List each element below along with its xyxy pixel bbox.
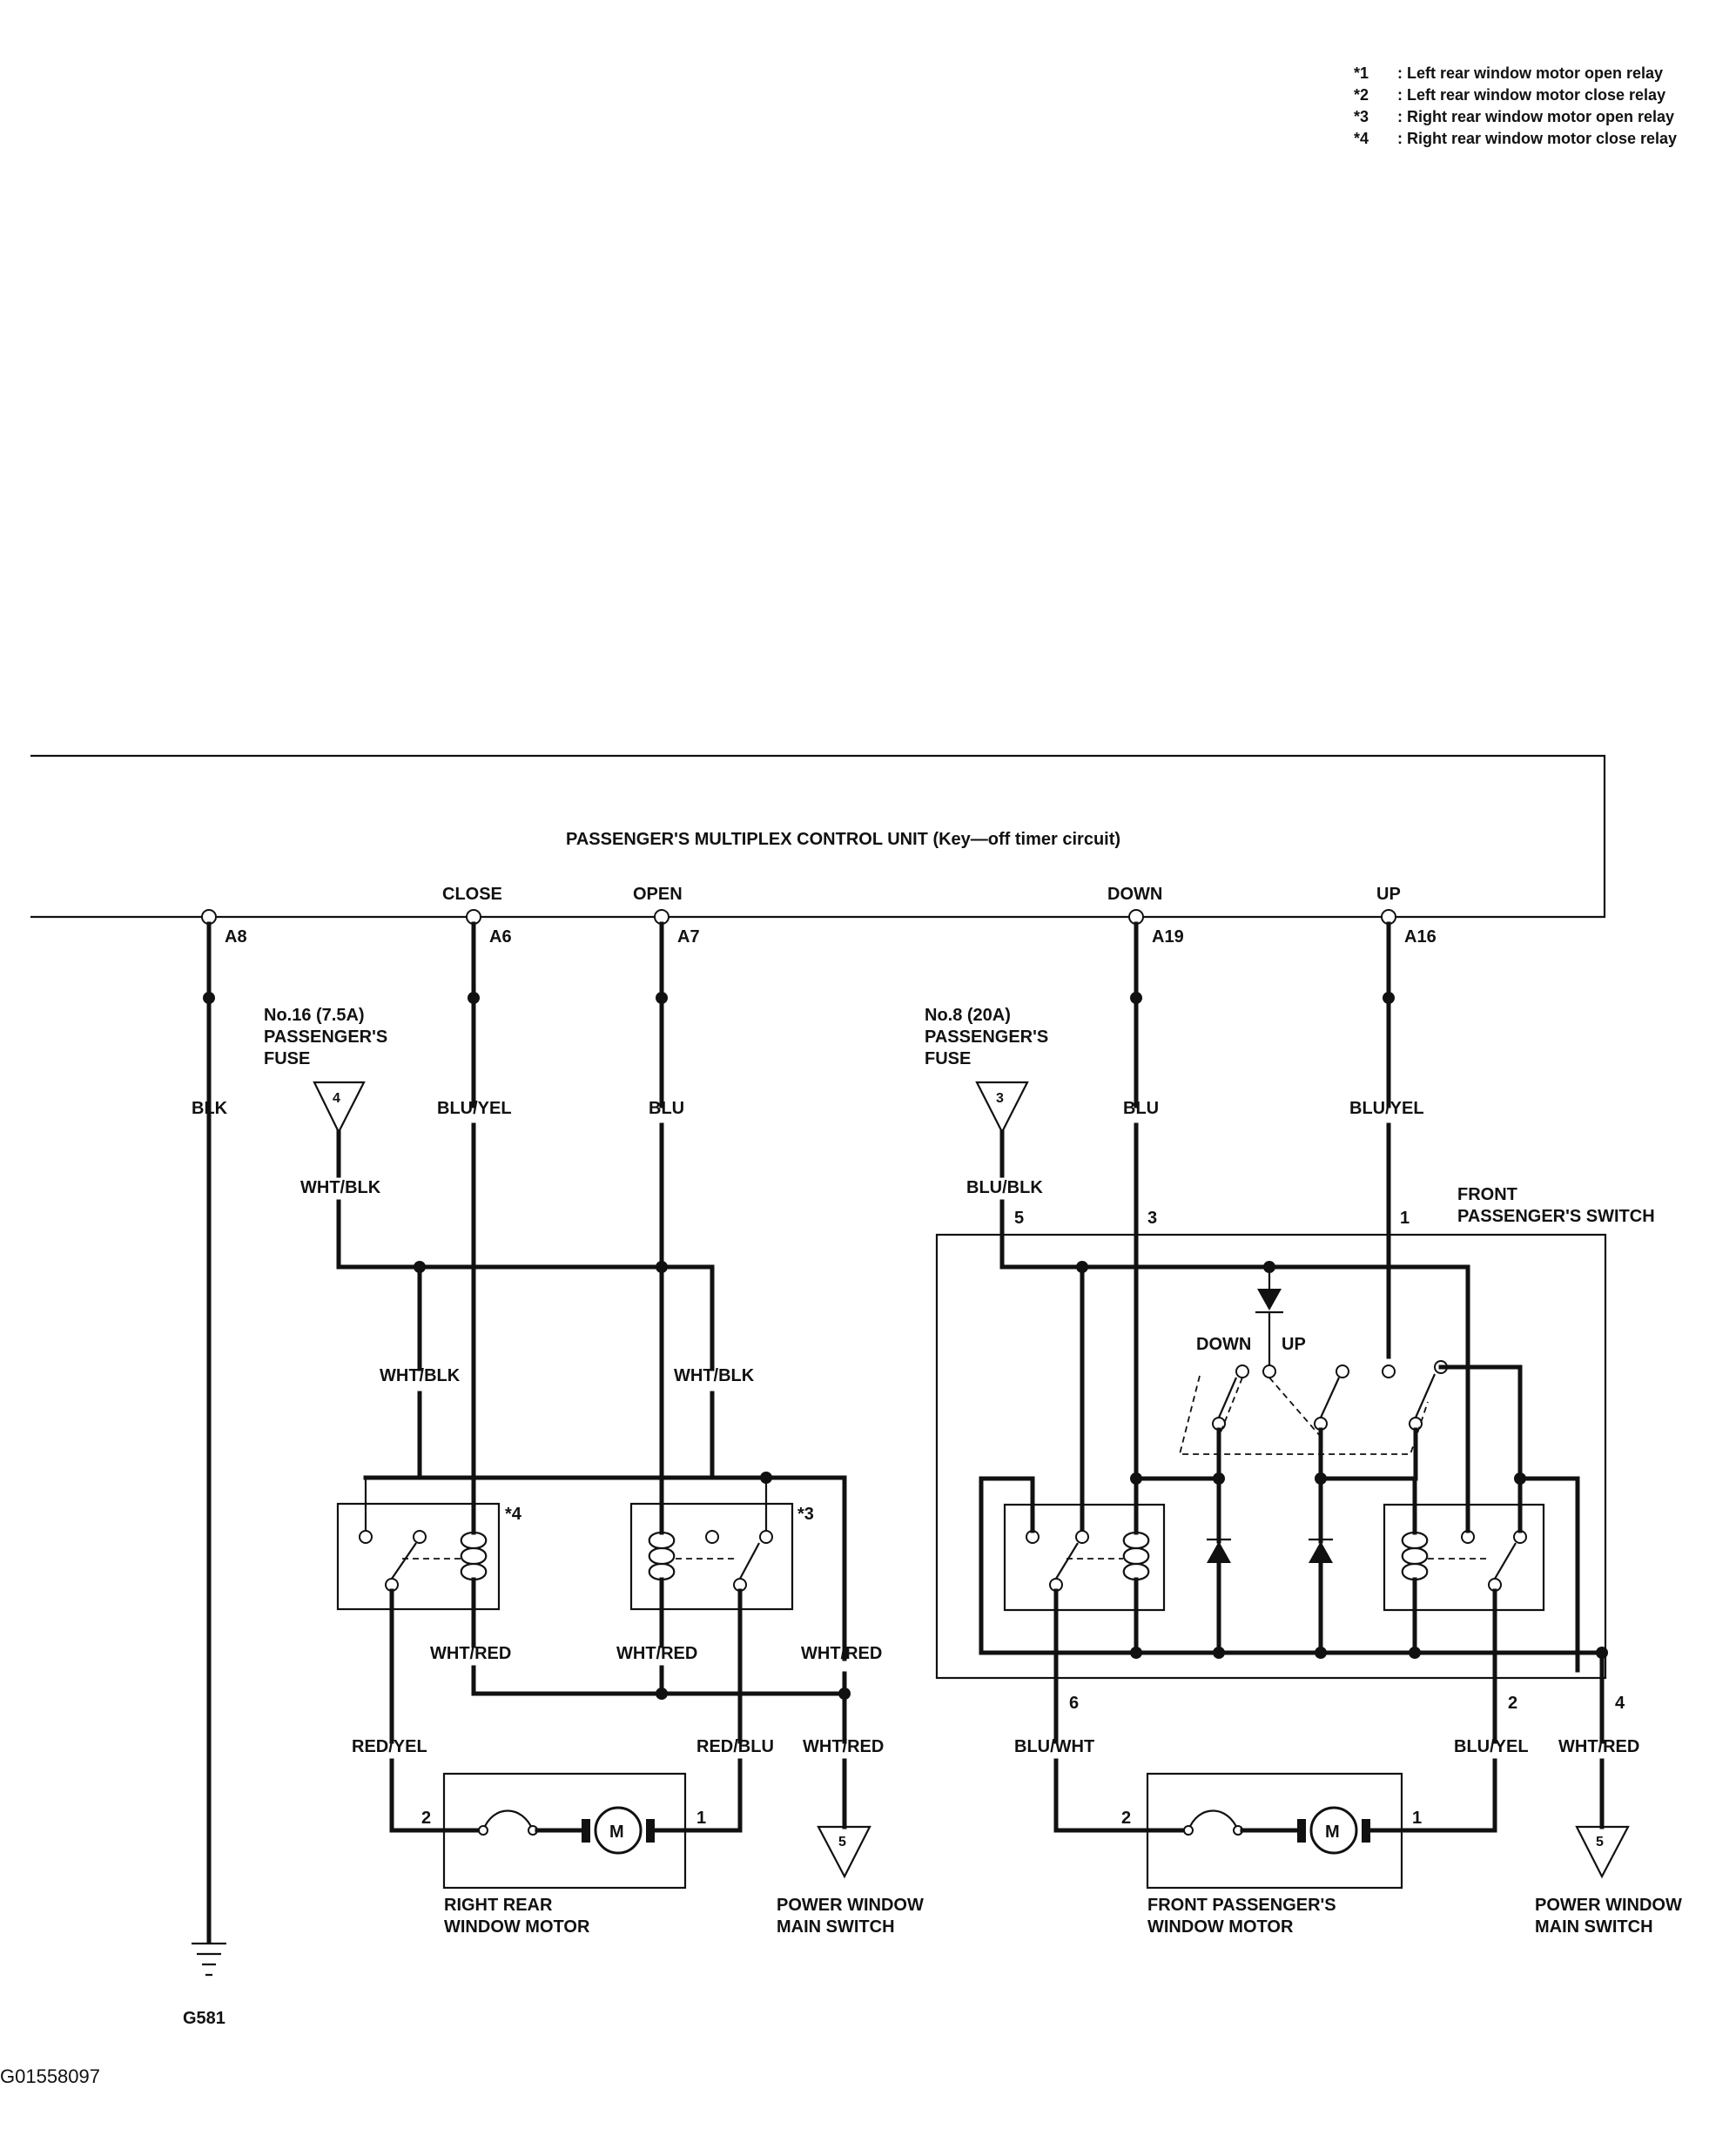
front-switch-down-label: DOWN bbox=[1196, 1335, 1251, 1354]
ground-label: G581 bbox=[183, 2009, 225, 2028]
control-unit-title: PASSENGER'S MULTIPLEX CONTROL UNIT (Key—… bbox=[566, 830, 1120, 849]
main-switch-right-line1: POWER WINDOW bbox=[1535, 1896, 1682, 1915]
fuse16-ref: 4 bbox=[333, 1091, 340, 1106]
rear-motor-symbol: M bbox=[609, 1822, 624, 1842]
front-passenger-switch: FRONT PASSENGER'S SWITCH BLU BLU/YEL 5 3… bbox=[935, 921, 1655, 1833]
front-switch-pin2: 2 bbox=[1508, 1694, 1517, 1713]
rear-motor-icon bbox=[594, 1806, 643, 1855]
wire-wht-red-2-label: WHT/RED bbox=[616, 1644, 697, 1663]
front-motor-icon bbox=[1309, 1806, 1358, 1855]
wire-blu-wht-label: BLU/WHT bbox=[1014, 1737, 1094, 1756]
rear-motor-pin2: 2 bbox=[421, 1809, 431, 1828]
signal-down-label: DOWN bbox=[1107, 885, 1162, 904]
front-switch-relay-left bbox=[1003, 1503, 1166, 1612]
front-switch-pin5: 5 bbox=[1014, 1209, 1024, 1228]
main-switch-left: 5 POWER WINDOW MAIN SWITCH bbox=[777, 1825, 924, 1937]
multiplex-control-unit: PASSENGER'S MULTIPLEX CONTROL UNIT (Key—… bbox=[30, 754, 1606, 947]
wire-blu-yel-a6-label: BLU/YEL bbox=[437, 1099, 512, 1118]
wire-red-yel-label: RED/YEL bbox=[352, 1737, 427, 1756]
legend-text-2: : Left rear window motor close relay bbox=[1397, 86, 1665, 104]
relay-3-box bbox=[629, 1502, 794, 1611]
wire-wht-red-4-label: WHT/RED bbox=[803, 1737, 884, 1756]
signal-open-label: OPEN bbox=[633, 885, 683, 904]
fuse8-triangle bbox=[975, 1081, 1029, 1135]
image-code: G01558097 bbox=[0, 2065, 100, 2087]
legend-text-3: : Right rear window motor open relay bbox=[1397, 108, 1674, 125]
main-switch-left-line1: POWER WINDOW bbox=[777, 1896, 924, 1915]
wire-wht-blk-right-label: WHT/BLK bbox=[674, 1366, 755, 1385]
fuse16-line3: FUSE bbox=[264, 1049, 310, 1068]
wire-blu-blk-label: BLU/BLK bbox=[966, 1178, 1043, 1197]
relay-3-label: *3 bbox=[797, 1505, 814, 1524]
front-switch-line1: FRONT bbox=[1457, 1185, 1517, 1204]
relay-4-box bbox=[336, 1502, 501, 1611]
wire-wht-red-3-label: WHT/RED bbox=[801, 1644, 882, 1663]
main-switch-left-line2: MAIN SWITCH bbox=[777, 1917, 895, 1937]
front-switch-up-label: UP bbox=[1282, 1335, 1306, 1354]
front-switch-pin6: 6 bbox=[1069, 1694, 1079, 1713]
wire-blu-yel-pin2-label: BLU/YEL bbox=[1454, 1737, 1529, 1756]
fuse8-line2: PASSENGER'S bbox=[925, 1027, 1048, 1047]
rear-motor-pin1: 1 bbox=[696, 1809, 706, 1828]
fuse16-line1: No.16 (7.5A) bbox=[264, 1006, 365, 1025]
front-switch-pin3: 3 bbox=[1147, 1209, 1157, 1228]
fuse8-line1: No.8 (20A) bbox=[925, 1006, 1011, 1025]
terminal-a19-label: A19 bbox=[1152, 927, 1184, 947]
wire-blu-yel-a16-label: BLU/YEL bbox=[1349, 1099, 1424, 1118]
legend-mark-2: *2 bbox=[1354, 86, 1369, 104]
right-rear-window-motor: 2 1 M RIGHT REAR WINDOW MOTOR bbox=[421, 1772, 706, 1937]
wire-blu-a19-label: BLU bbox=[1123, 1099, 1159, 1118]
main-switch-right-ref: 5 bbox=[1596, 1835, 1604, 1849]
legend-text-1: : Left rear window motor open relay bbox=[1397, 64, 1663, 82]
wire-blu-a7-label: BLU bbox=[649, 1099, 684, 1118]
signal-up-label: UP bbox=[1376, 885, 1401, 904]
front-switch-pin1: 1 bbox=[1400, 1209, 1410, 1228]
terminal-a8-label: A8 bbox=[225, 927, 247, 947]
wire-wht-red-1-label: WHT/RED bbox=[430, 1644, 511, 1663]
rear-motor-line1: RIGHT REAR bbox=[444, 1896, 553, 1915]
rear-relay-wiring: BLU/YEL BLU WHT/BLK WHT/BLK *4 *3 bbox=[336, 921, 884, 1833]
fuse-8: No.8 (20A) PASSENGER'S FUSE 3 BLU/BLK bbox=[925, 1006, 1048, 1197]
front-motor-line1: FRONT PASSENGER'S bbox=[1147, 1896, 1336, 1915]
signal-close-label: CLOSE bbox=[442, 885, 502, 904]
fuse8-line3: FUSE bbox=[925, 1049, 971, 1068]
rear-motor-line2: WINDOW MOTOR bbox=[444, 1917, 590, 1937]
legend-text-4: : Right rear window motor close relay bbox=[1397, 130, 1677, 147]
fuse-16: No.16 (7.5A) PASSENGER'S FUSE 4 WHT/BLK bbox=[264, 1006, 387, 1197]
legend-mark-1: *1 bbox=[1354, 64, 1369, 82]
front-switch-line2: PASSENGER'S SWITCH bbox=[1457, 1207, 1655, 1226]
fuse16-line2: PASSENGER'S bbox=[264, 1027, 387, 1047]
main-switch-right-line2: MAIN SWITCH bbox=[1535, 1917, 1653, 1937]
relay-4-label: *4 bbox=[505, 1505, 522, 1524]
wire-wht-red-5-label: WHT/RED bbox=[1558, 1737, 1639, 1756]
terminal-a16-label: A16 bbox=[1404, 927, 1437, 947]
front-switch-box bbox=[935, 1233, 1607, 1680]
fuse16-triangle bbox=[313, 1081, 366, 1135]
front-switch-pin4: 4 bbox=[1615, 1694, 1625, 1713]
legend-mark-4: *4 bbox=[1354, 130, 1369, 147]
main-switch-left-ref: 5 bbox=[838, 1835, 846, 1849]
front-switch-relay-right bbox=[1383, 1503, 1545, 1612]
wire-wht-blk-left-label: WHT/BLK bbox=[380, 1366, 461, 1385]
relay-legend: *1 : Left rear window motor open relay *… bbox=[1354, 64, 1677, 147]
wire-blk-label: BLK bbox=[192, 1099, 228, 1118]
ground-circuit: BLK G581 bbox=[183, 921, 228, 2028]
front-motor-symbol: M bbox=[1325, 1822, 1340, 1842]
terminal-a6-label: A6 bbox=[489, 927, 512, 947]
wire-wht-blk-fuse16-label: WHT/BLK bbox=[300, 1178, 381, 1197]
legend-mark-3: *3 bbox=[1354, 108, 1369, 125]
wire-red-blu-label: RED/BLU bbox=[696, 1737, 774, 1756]
main-switch-right: 5 POWER WINDOW MAIN SWITCH bbox=[1535, 1825, 1682, 1937]
fuse8-ref: 3 bbox=[996, 1091, 1004, 1106]
front-motor-pin1: 1 bbox=[1412, 1809, 1422, 1828]
front-motor-line2: WINDOW MOTOR bbox=[1147, 1917, 1294, 1937]
terminal-a7-label: A7 bbox=[677, 927, 700, 947]
front-passenger-window-motor: 2 1 M FRONT PASSENGER'S WINDOW MOTOR bbox=[1121, 1772, 1422, 1937]
front-motor-pin2: 2 bbox=[1121, 1809, 1131, 1828]
